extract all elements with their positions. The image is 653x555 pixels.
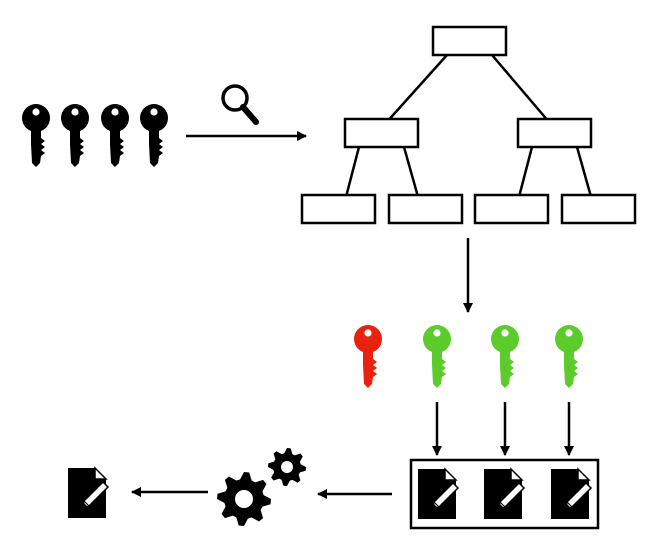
tree-edge (345, 146, 361, 196)
tree-edge (491, 54, 548, 120)
tree-node (473, 193, 550, 225)
tree-edge (518, 146, 534, 196)
tree-edge (402, 146, 419, 196)
key-icon (61, 104, 89, 167)
key-icon (22, 104, 50, 167)
document-edit-icon (550, 468, 592, 520)
rejected-key-icon (354, 325, 382, 388)
gear-icon (268, 448, 306, 486)
document-edit-icon (483, 468, 525, 520)
tree-node (516, 117, 593, 149)
gear-icon (217, 472, 271, 526)
tree-edge (575, 146, 592, 196)
tree-index-icon (300, 25, 637, 225)
accepted-key-icon (555, 325, 583, 388)
tree-node (431, 25, 508, 57)
accepted-key-icon (423, 325, 451, 388)
magnifier-icon (221, 84, 259, 125)
key-icon (101, 104, 129, 167)
tree-node (300, 193, 377, 225)
tree-node (560, 193, 637, 225)
tree-node (343, 117, 420, 149)
accepted-key-icon (491, 325, 519, 388)
input-keys (22, 104, 168, 167)
output-document-icon (67, 467, 109, 519)
tree-edge (388, 54, 448, 120)
arrows-keys-to-documents (432, 402, 574, 456)
retrieved-documents (417, 468, 592, 520)
tree-node (387, 193, 464, 225)
lookup-result-keys (354, 325, 583, 388)
document-edit-icon (417, 468, 459, 520)
gears-icon (217, 448, 306, 526)
key-icon (140, 104, 168, 167)
